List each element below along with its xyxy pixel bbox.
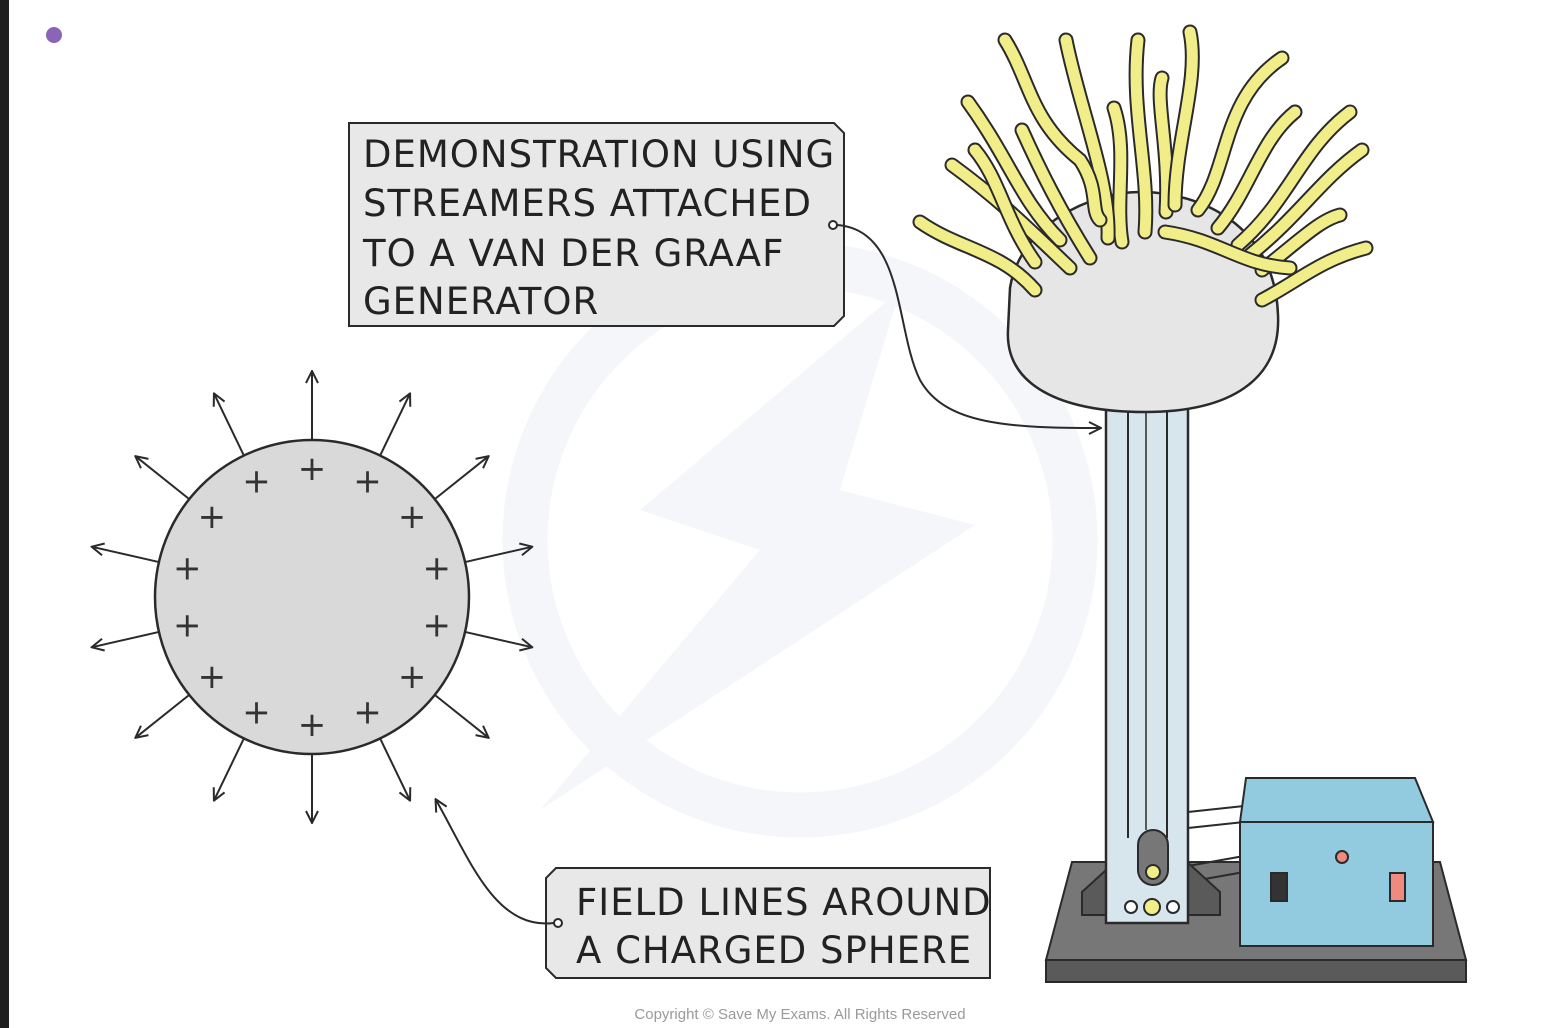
- base-knob-middle: [1143, 898, 1161, 916]
- wire-upper: [1187, 805, 1245, 813]
- streamer: [999, 34, 1106, 226]
- field-line-arrow: [136, 457, 190, 500]
- base-knob-left: [1124, 900, 1138, 914]
- indicator-light: [1335, 850, 1349, 864]
- charged-sphere: + + + + + + + + + + + + + +: [93, 372, 532, 822]
- field-line-arrow: [379, 738, 410, 799]
- field-lines: [93, 372, 532, 822]
- charge-plus-symbol: +: [198, 657, 227, 697]
- streamers-label-line-3: TO A VAN DER GRAAF: [362, 232, 784, 275]
- field-line-arrow: [464, 630, 531, 647]
- copyright-text: Copyright © Save My Exams. All Rights Re…: [634, 1006, 965, 1023]
- field-lines-leader-arrow: [436, 800, 555, 925]
- roller-hub: [1145, 864, 1161, 880]
- streamer: [1159, 226, 1296, 274]
- charge-plus-symbol: +: [353, 462, 382, 502]
- streamer: [962, 96, 1066, 246]
- streamer: [1232, 106, 1356, 251]
- field-line-arrow: [93, 547, 160, 564]
- charge-plus-symbol: +: [198, 497, 227, 537]
- streamer: [1244, 144, 1368, 261]
- motor-box-top: [1238, 777, 1435, 823]
- charge-plus-symbol: +: [423, 549, 452, 589]
- streamer: [1016, 124, 1096, 264]
- streamers-label-line-2: STREAMERS ATTACHED: [363, 182, 812, 225]
- charge-plus-symbol: +: [398, 497, 427, 537]
- streamer: [1154, 72, 1173, 218]
- streamers-label: DEMONSTRATION USING STREAMERS ATTACHED T…: [348, 122, 1100, 428]
- wire-lower-2: [1187, 855, 1245, 867]
- watermark-logo: [502, 242, 1098, 838]
- bullet-icon: [46, 27, 62, 43]
- base-plate-front: [1045, 959, 1467, 983]
- field-line-arrow: [136, 694, 190, 737]
- left-edge-strip: [0, 0, 9, 1028]
- streamer: [1130, 34, 1152, 238]
- streamer: [1108, 102, 1128, 248]
- streamer: [1060, 34, 1114, 244]
- streamers-label-line-1: DEMONSTRATION USING: [363, 133, 835, 176]
- charge-plus-symbol: +: [242, 692, 271, 732]
- charge-plus-symbol: +: [242, 462, 271, 502]
- field-lines-label-pin: [553, 918, 563, 928]
- charge-plus-symbol: +: [298, 705, 327, 745]
- streamers-label-box: [348, 122, 845, 327]
- streamer: [1192, 52, 1288, 216]
- streamer: [969, 144, 1041, 268]
- field-line-arrow: [379, 394, 410, 456]
- charge-plus-symbol: +: [173, 549, 202, 589]
- base-knob-right: [1166, 900, 1180, 914]
- charge-plus-symbol: +: [173, 605, 202, 645]
- charge-plus-symbol: +: [298, 449, 327, 489]
- streamer: [914, 216, 1041, 296]
- streamer: [1212, 106, 1301, 234]
- switch-red: [1389, 872, 1406, 902]
- charge-plus-symbol: +: [353, 692, 382, 732]
- field-line-arrow: [93, 630, 160, 647]
- field-lines-label-box: [545, 867, 991, 979]
- charge-plus-symbol: +: [423, 605, 452, 645]
- streamers-leader-arrow: [836, 224, 1100, 428]
- field-lines-label-line-1: FIELD LINES AROUND: [576, 881, 992, 924]
- streamers-label-line-4: GENERATOR: [363, 280, 599, 323]
- streamer: [1256, 242, 1372, 306]
- streamer: [1169, 26, 1198, 211]
- field-line-arrow: [434, 457, 488, 500]
- switch-black: [1270, 872, 1288, 902]
- streamers: [912, 24, 1374, 308]
- sphere-body: [153, 438, 471, 756]
- field-line-arrow: [464, 547, 531, 564]
- field-line-arrow: [434, 694, 488, 737]
- charges: + + + + + + + + + + + + + +: [173, 449, 451, 745]
- van-de-graaff-generator: [912, 24, 1468, 983]
- field-lines-label-line-2: A CHARGED SPHERE: [576, 929, 972, 972]
- field-lines-label: FIELD LINES AROUND A CHARGED SPHERE: [436, 800, 992, 979]
- streamers-label-pin: [828, 220, 838, 230]
- field-line-arrow: [214, 394, 245, 456]
- charge-plus-symbol: +: [398, 657, 427, 697]
- wire-lower: [1187, 821, 1245, 829]
- field-line-arrow: [214, 738, 245, 799]
